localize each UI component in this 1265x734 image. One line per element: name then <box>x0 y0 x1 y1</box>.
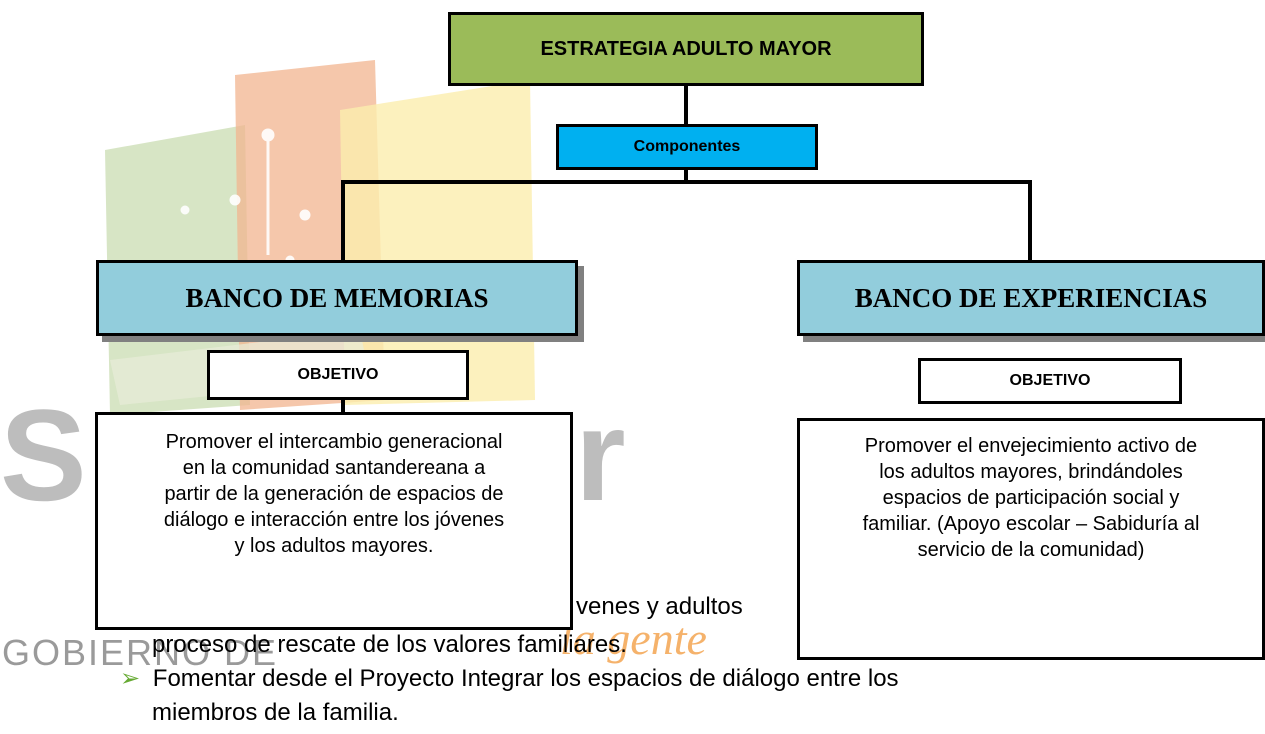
watermark-big-letter-r: r <box>575 382 626 528</box>
memorias-objective-line: en la comunidad santandereana a <box>182 457 486 479</box>
connector-left-drop <box>341 180 345 262</box>
memorias-objective-line: y los adultos mayores. <box>234 535 434 557</box>
watermark-big-letter-s: S <box>0 382 87 528</box>
body-bullet-text-1: Fomentar desde el Proyecto Integrar los … <box>152 665 899 692</box>
banco-memorias-title: BANCO DE MEMORIAS <box>185 282 489 313</box>
body-fragment-line: venes y adultos <box>576 593 743 620</box>
memorias-objective-line: diálogo e interacción entre los jóvenes <box>163 509 505 531</box>
components-box: Componentes <box>556 124 818 170</box>
memorias-objective-line: partir de la generación de espacios de <box>164 483 504 505</box>
objetivo-experiencias-box: OBJETIVO <box>918 358 1182 404</box>
experiencias-objective-line: servicio de la comunidad) <box>917 539 1145 561</box>
connector-right-drop <box>1028 180 1032 262</box>
connector-horizontal <box>341 180 1032 184</box>
objetivo-memorias-label: OBJETIVO <box>297 366 379 383</box>
connector-left-objective <box>341 396 345 414</box>
body-bullet-line-1: ➢ Fomentar desde el Proyecto Integrar lo… <box>120 664 899 694</box>
experiencias-objective-text: Promover el envejecimiento activo de los… <box>863 433 1200 563</box>
connector-components-down <box>684 166 688 184</box>
components-label: Componentes <box>633 138 741 155</box>
experiencias-objective-line: los adultos mayores, brindándoles <box>879 461 1183 483</box>
connector-root-to-components <box>684 84 688 126</box>
body-bullet-line-2: miembros de la familia. <box>152 699 399 726</box>
memorias-objective-text: Promover el intercambio generacional en … <box>164 429 504 559</box>
root-box: ESTRATEGIA ADULTO MAYOR <box>448 12 924 86</box>
watermark-script-text: la gente <box>560 613 707 664</box>
banco-experiencias-title: BANCO DE EXPERIENCIAS <box>854 282 1208 313</box>
root-label: ESTRATEGIA ADULTO MAYOR <box>540 37 832 60</box>
watermark-dandelion <box>180 128 311 265</box>
banco-memorias-box: BANCO DE MEMORIAS <box>96 260 578 336</box>
objetivo-memorias-box: OBJETIVO <box>207 350 469 400</box>
memorias-objective-line: Promover el intercambio generacional <box>165 431 503 453</box>
bullet-arrow-icon: ➢ <box>120 665 141 692</box>
experiencias-objective-line: familiar. (Apoyo escolar – Sabiduría al <box>862 513 1200 535</box>
experiencias-objective-line: Promover el envejecimiento activo de <box>864 435 1198 457</box>
body-line-2: proceso de rescate de los valores famili… <box>152 631 627 658</box>
watermark-gobierno-text: GOBIERNO DE <box>2 632 279 673</box>
experiencias-objective-line: espacios de participación social y <box>882 487 1180 509</box>
objetivo-experiencias-label: OBJETIVO <box>1009 372 1091 389</box>
experiencias-objective-text-box: Promover el envejecimiento activo de los… <box>797 418 1265 660</box>
memorias-objective-text-box: Promover el intercambio generacional en … <box>95 412 573 630</box>
banco-experiencias-box: BANCO DE EXPERIENCIAS <box>797 260 1265 336</box>
